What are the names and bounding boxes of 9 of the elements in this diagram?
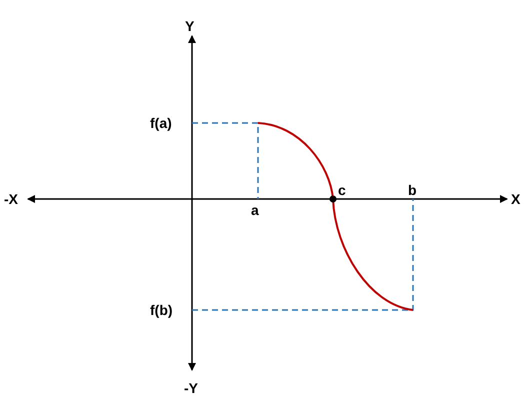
- axis-label: f(b): [150, 302, 173, 318]
- axis-label: f(a): [150, 115, 172, 131]
- axis-label: X: [511, 191, 520, 207]
- axis-label: -X: [4, 191, 18, 207]
- axis-label: Y: [185, 18, 194, 34]
- axis-label: -Y: [184, 380, 198, 396]
- axis-label: b: [408, 182, 417, 198]
- axis-label: c: [338, 182, 346, 198]
- axis-label: a: [251, 202, 259, 218]
